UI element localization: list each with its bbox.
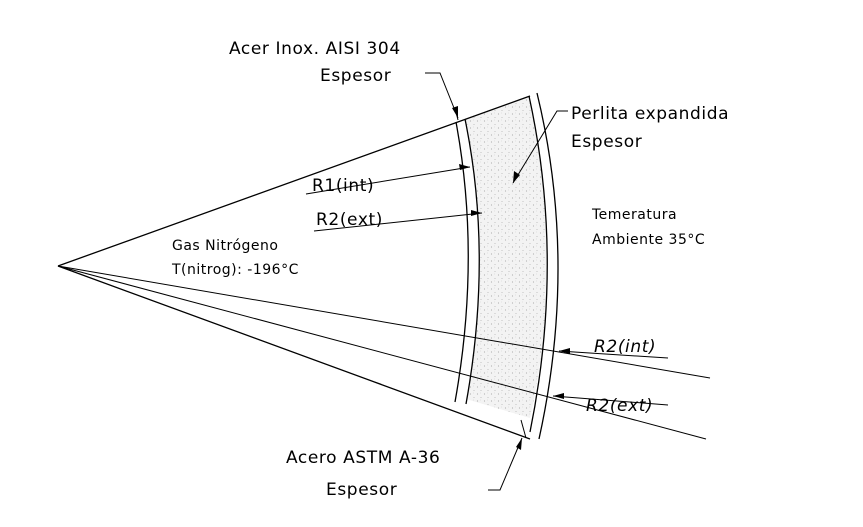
arrowhead [471,210,482,216]
label-perlita: Perlita expandida [571,104,729,124]
label-r2-ext-inner: R2(ext) [316,210,383,230]
label-gas: Gas Nitrógeno [172,238,278,254]
lower-boundary-line [57,265,531,440]
leader-r2-int-outer [558,350,669,359]
label-r1-int: R1(int) [312,176,374,196]
arrowhead [452,106,458,118]
label-ambiente: Ambiente 35°C [592,232,705,248]
label-temeratura: Temeratura [591,207,677,223]
label-espesor-perlita: Espesor [571,132,642,152]
upper-boundary-line [57,95,531,267]
leader-acero-astm [488,437,523,491]
leader-perlita [512,110,568,184]
label-acero-astm: Acero ASTM A-36 [286,448,440,468]
arrowhead [516,438,522,450]
outer-steel-arc-2 [536,92,559,440]
arrowhead [553,393,564,399]
label-acer-inox: Acer Inox. AISI 304 [229,39,401,59]
arrowhead [459,164,470,170]
r2-int-radial-line [57,265,711,379]
inner-steel-arc-1 [454,121,469,403]
label-r2-int-outer: R2(int) [594,337,656,357]
arrowhead [513,171,520,183]
tick-mark [520,419,527,439]
arrowhead [559,348,570,354]
label-espesor-top: Espesor [320,66,391,86]
label-espesor-bottom: Espesor [326,480,397,500]
label-temp-nitrog: T(nitrog): -196°C [171,262,299,278]
leader-r2-ext-outer [552,395,669,406]
leader-r2-ext-inner [313,212,483,232]
outer-steel-arc-1 [528,95,548,433]
label-r2-ext-outer: R2(ext) [586,396,653,416]
leader-r1-int [305,166,471,195]
perlite-layer [465,96,548,418]
r2-ext-radial-line [57,265,707,440]
leader-acer-inox [425,72,459,119]
inner-steel-arc-2 [464,118,480,405]
